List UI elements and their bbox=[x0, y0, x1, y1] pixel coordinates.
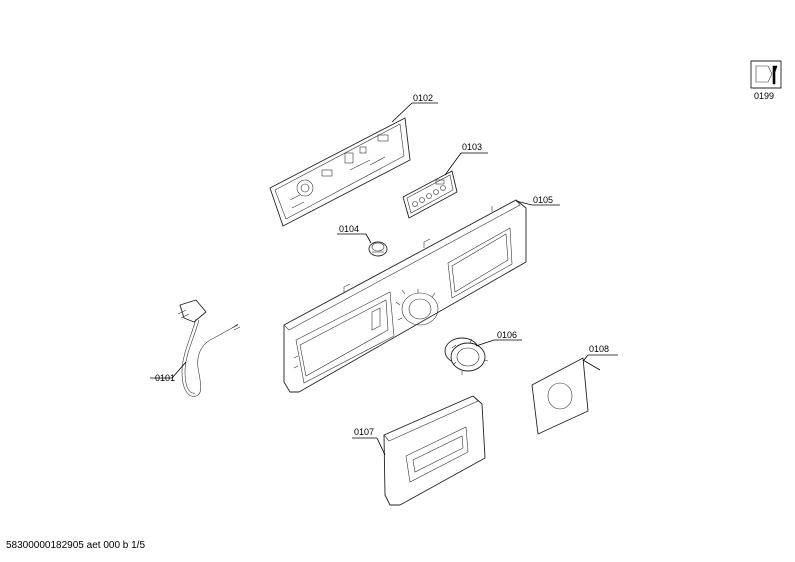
detergent-drawer-front[interactable] bbox=[383, 395, 486, 506]
cover-plate[interactable] bbox=[531, 357, 589, 435]
program-selector-knob[interactable] bbox=[444, 337, 489, 375]
leader-0105 bbox=[515, 200, 533, 206]
part-label-0199: 0199 bbox=[754, 91, 774, 101]
part-label-0108: 0108 bbox=[589, 344, 609, 354]
leader-0107 bbox=[376, 437, 386, 456]
leader-0104 bbox=[365, 233, 372, 244]
power-cord[interactable] bbox=[177, 299, 241, 397]
part-label-0102: 0102 bbox=[413, 93, 433, 103]
small-knob[interactable] bbox=[368, 241, 388, 257]
leader-0102 bbox=[391, 102, 413, 123]
leader-0101 bbox=[171, 361, 187, 379]
part-label-0101: 0101 bbox=[155, 373, 175, 383]
document-id: 58300000182905 aet 000 b 1/5 bbox=[6, 540, 146, 551]
part-label-0103: 0103 bbox=[462, 142, 482, 152]
part-label-0104: 0104 bbox=[339, 224, 359, 234]
leader-0106 bbox=[475, 339, 495, 347]
part-label-0105: 0105 bbox=[533, 195, 553, 205]
part-label-0107: 0107 bbox=[354, 427, 374, 437]
leader-0108 bbox=[582, 359, 601, 371]
part-label-0106: 0106 bbox=[497, 330, 517, 340]
button-panel[interactable] bbox=[402, 170, 458, 219]
service-tool-icon[interactable] bbox=[750, 60, 782, 89]
leader-0103 bbox=[444, 152, 462, 176]
control-panel-fascia[interactable] bbox=[283, 199, 527, 393]
pcb-board[interactable] bbox=[269, 117, 411, 227]
